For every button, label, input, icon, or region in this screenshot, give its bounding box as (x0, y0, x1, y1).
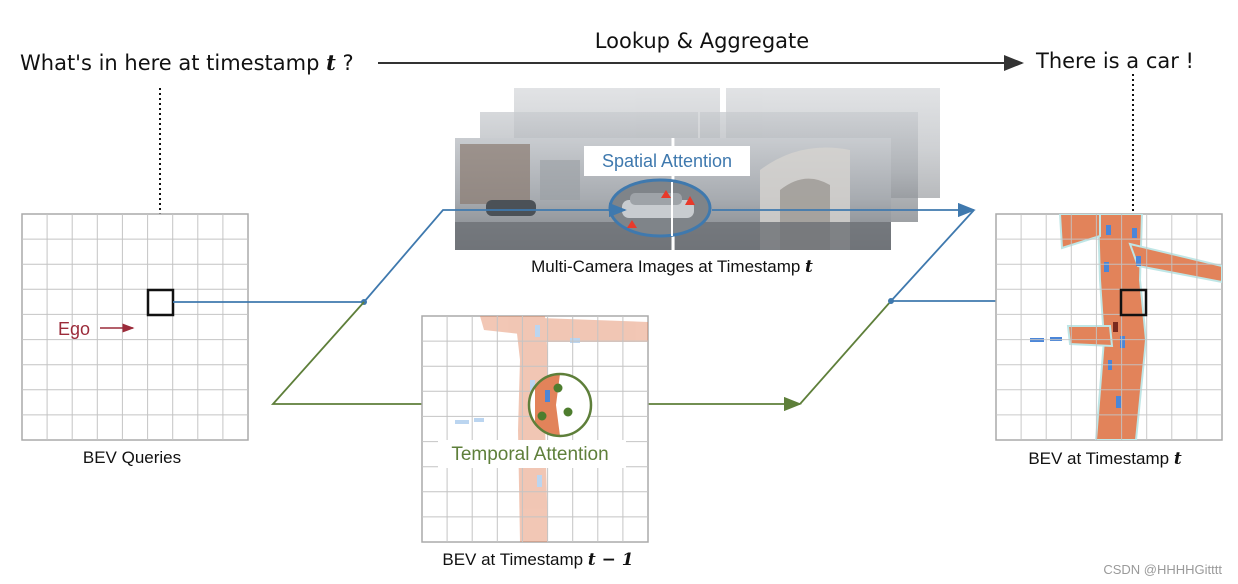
question-text: What's in here at timestamp t ? (20, 50, 354, 75)
bev-t-caption: BEV at Timestamp t (1028, 449, 1182, 469)
multi-camera-caption: Multi-Camera Images at Timestamp t (531, 257, 813, 277)
bev-t-grid (995, 213, 1223, 441)
answer-text: There is a car ! (1035, 49, 1194, 73)
bev-t-minus-1-caption: BEV at Timestamp t − 1 (442, 550, 633, 570)
lookup-label: Lookup & Aggregate (595, 29, 809, 53)
watermark: CSDN @HHHHGitttt (1103, 562, 1222, 577)
temporal-attention-circle (527, 372, 593, 438)
temporal-return-line (799, 300, 892, 405)
output-cell-highlight (1119, 288, 1148, 317)
spatial-attention-label: Spatial Attention (602, 151, 732, 171)
bev-t-minus-1-grid (421, 315, 649, 543)
spatial-return-line (890, 209, 975, 302)
spatial-path-in (363, 202, 627, 303)
temporal-attention-label: Temporal Attention (451, 444, 608, 465)
bev-queries-grid (21, 213, 249, 441)
spatial-attention-ellipse (608, 178, 712, 238)
bev-queries-caption: BEV Queries (83, 448, 181, 467)
ego-label: Ego (58, 319, 90, 339)
temporal-attention-box (438, 440, 626, 468)
spatial-attention-box (584, 146, 750, 176)
